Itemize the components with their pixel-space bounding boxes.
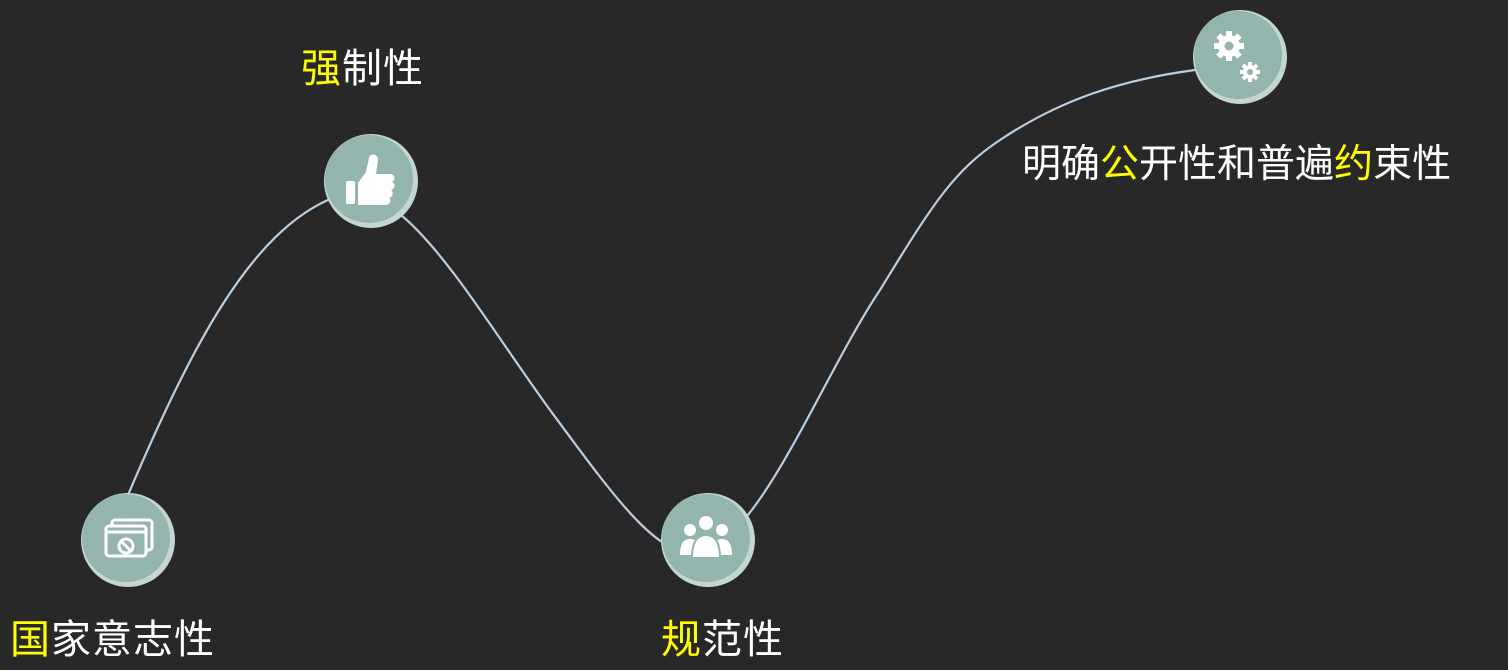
label-highlight: 约 [1334, 142, 1374, 187]
label-highlight: 国 [10, 617, 51, 663]
label-normative: 规范性 [661, 620, 784, 660]
node-explicit [1193, 10, 1287, 104]
thumbs-up-icon [346, 154, 395, 205]
group-people-icon [680, 514, 732, 559]
node-normative [661, 493, 755, 587]
label-text: 范性 [702, 617, 784, 663]
blocked-window-icon [104, 518, 154, 558]
label-text: 家意志性 [51, 617, 215, 663]
label-text: 束性 [1373, 142, 1452, 187]
label-highlight: 公 [1100, 142, 1140, 187]
label-national-will: 国家意志性 [10, 620, 215, 660]
label-highlight: 规 [661, 617, 702, 663]
label-text: 开性和普遍 [1139, 142, 1335, 187]
label-highlight: 强 [301, 46, 342, 92]
label-coercive: 强制性 [301, 49, 424, 89]
label-explicit: 明确公开性和普遍约束性 [1022, 145, 1451, 184]
gears-icon [1214, 31, 1260, 82]
label-text: 明确 [1022, 142, 1101, 187]
node-national-will [81, 493, 175, 587]
label-text: 制性 [342, 46, 424, 92]
node-coercive [324, 134, 418, 228]
